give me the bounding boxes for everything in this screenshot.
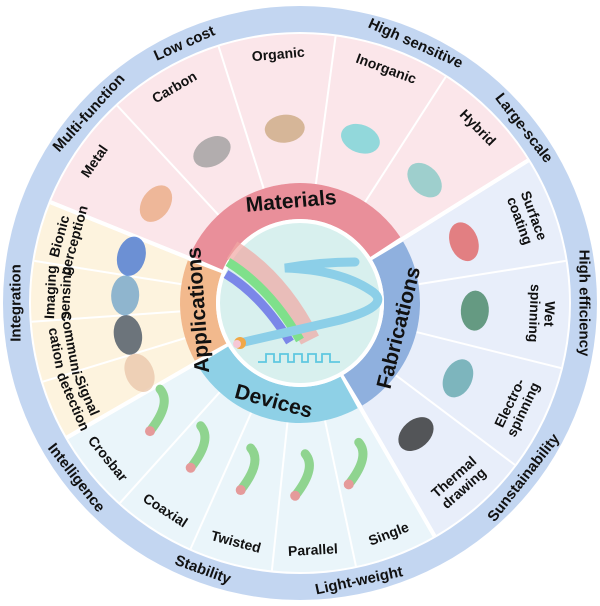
fabrications-item-illustration <box>398 417 434 451</box>
applications-item-illustration <box>116 236 146 276</box>
illustration-icon <box>193 136 231 168</box>
devices-divider <box>119 390 222 504</box>
materials-item-label: Organic <box>251 44 305 65</box>
fiber-end-icon <box>144 426 155 437</box>
devices-item: Parallel <box>288 540 339 559</box>
applications-ring-segment[interactable] <box>180 260 227 361</box>
fabrications-divider <box>399 158 530 243</box>
illustration-icon <box>113 315 143 355</box>
devices-divider <box>323 418 357 567</box>
illustration-icon <box>449 222 479 262</box>
illustration-icon <box>407 162 442 198</box>
illustration-icon <box>139 185 173 222</box>
devices-divider <box>270 420 289 571</box>
outer-ring-label: Integration <box>8 264 25 342</box>
devices-item-illustration <box>343 437 368 490</box>
fabrications-item-illustration <box>460 290 489 331</box>
fabrications-ring-segment[interactable] <box>343 241 420 406</box>
devices-item-illustration <box>290 449 314 501</box>
fiber-end-icon <box>185 462 196 473</box>
applications-item-label: sensing <box>56 266 74 320</box>
illustration-icon <box>460 290 489 331</box>
materials-item: Organic <box>251 44 305 65</box>
center-fiber-illustration <box>216 219 384 387</box>
illustration-icon <box>341 123 380 154</box>
applications-divider <box>42 336 188 383</box>
materials-divider <box>217 46 266 191</box>
fiber-device-icon <box>236 443 260 495</box>
applications-item-illustration <box>124 353 155 392</box>
fabrications-divider <box>393 373 516 466</box>
materials-item-illustration <box>264 114 305 143</box>
devices-ring-segment[interactable] <box>197 346 358 423</box>
applications-divider <box>49 200 192 261</box>
applications-item-illustration <box>113 315 143 355</box>
square-wave-signal <box>258 353 340 363</box>
applications-item-illustration <box>111 275 140 316</box>
illustration-icon <box>264 114 305 143</box>
materials-item-illustration <box>341 123 380 154</box>
devices-divider <box>189 410 253 550</box>
fiber-core-pink <box>233 340 241 348</box>
applications-divider <box>31 310 183 323</box>
applications-item-label: Imaging <box>41 265 59 319</box>
fabrications-item-illustration <box>449 222 479 262</box>
fabrications-divider <box>414 330 562 370</box>
applications-divider <box>66 360 199 440</box>
fiber-end-icon <box>235 485 246 496</box>
materials-ring-segment[interactable] <box>189 183 401 270</box>
fabrications-item-label: Wet <box>541 301 558 327</box>
devices-item-label: Parallel <box>288 540 339 559</box>
illustration-icon <box>116 236 146 276</box>
fiber-device-icon <box>145 384 169 436</box>
fabrications-divider <box>416 259 566 286</box>
materials-divider <box>116 104 221 218</box>
materials-item-illustration <box>193 136 231 168</box>
fiber-end-icon <box>343 479 354 490</box>
materials-item-illustration <box>407 162 442 198</box>
applications-divider <box>34 259 184 286</box>
illustration-icon <box>398 417 434 451</box>
fiber-device-icon <box>344 437 368 489</box>
devices-item-illustration <box>185 421 210 473</box>
materials-divider <box>363 76 447 205</box>
illustration-icon <box>442 359 474 398</box>
illustration-icon <box>124 353 155 392</box>
fiber-end-icon <box>290 490 301 501</box>
devices-divider <box>357 404 437 537</box>
applications-item-label: cation <box>46 326 69 369</box>
outer-ring-label: High efficiency <box>576 250 593 357</box>
devices-item-illustration <box>144 384 169 437</box>
fiber-device-icon <box>290 449 314 501</box>
illustration-icon <box>111 275 140 316</box>
materials-item-illustration <box>139 185 173 222</box>
fiber-device-icon <box>186 421 210 473</box>
devices-item-illustration <box>235 443 260 496</box>
applications-sector <box>31 202 197 438</box>
fiber-cable <box>235 257 383 348</box>
fabrications-item-label: spinning <box>526 284 545 343</box>
fabrications-item-illustration <box>442 359 474 398</box>
materials-divider <box>314 36 337 187</box>
